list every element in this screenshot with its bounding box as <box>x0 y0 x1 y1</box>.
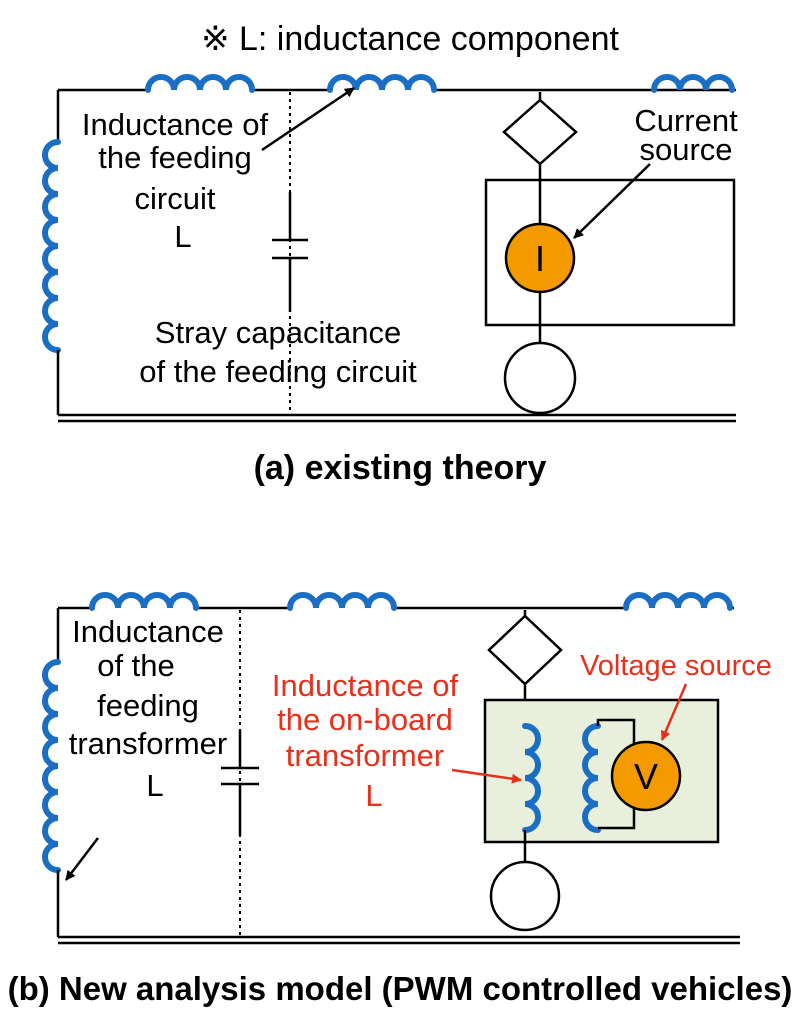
svg-text:feeding: feeding <box>97 688 199 723</box>
coil-top-middle <box>327 74 437 93</box>
caption-b: (b) New analysis model (PWM controlled v… <box>8 970 793 1007</box>
svg-text:Inductance: Inductance <box>72 614 224 649</box>
coil-left-b <box>42 659 61 873</box>
motor-circle-b <box>489 860 561 932</box>
arrow-inductance-a <box>261 86 355 152</box>
svg-text:of the: of the <box>97 648 175 683</box>
svg-text:source: source <box>639 132 732 167</box>
voltage-source-symbol: V <box>634 756 658 797</box>
panel-b-circuit: V <box>42 592 740 945</box>
coil-top-middle-b <box>287 592 397 611</box>
panel-a-circuit: I <box>42 74 736 423</box>
coil-top-right-b <box>623 592 733 611</box>
arrow-feeding-transformer <box>65 837 99 881</box>
svg-text:L: L <box>365 778 382 813</box>
svg-text:Current: Current <box>634 103 738 138</box>
coil-top-left <box>145 74 255 93</box>
svg-text:Stray capacitance: Stray capacitance <box>155 315 401 350</box>
svg-text:L: L <box>146 768 163 803</box>
source-box-a <box>484 178 736 327</box>
feeding-transformer-label: Inductance of the feeding transformer L <box>69 614 227 803</box>
voltage-source-label: Voltage source <box>580 650 772 682</box>
onboard-transformer-label: Inductance of the on-board transformer L <box>272 668 459 813</box>
svg-text:transformer: transformer <box>69 726 227 761</box>
svg-text:circuit: circuit <box>135 181 216 216</box>
svg-text:Inductance of: Inductance of <box>82 107 269 142</box>
arrow-current-source <box>573 163 651 239</box>
diamond-a <box>502 98 578 166</box>
svg-text:L: L <box>174 219 191 254</box>
svg-text:transformer: transformer <box>286 738 444 773</box>
svg-text:the feeding: the feeding <box>98 140 251 175</box>
inductance-note: ※ L: inductance component <box>201 20 619 58</box>
coil-top-left-b <box>89 592 199 611</box>
diamond-b <box>487 614 563 686</box>
transformer-box-b <box>483 698 720 844</box>
svg-text:of the feeding circuit: of the feeding circuit <box>139 354 417 389</box>
capacitance-label-a: Stray capacitance of the feeding circuit <box>139 315 417 389</box>
current-source-symbol: I <box>535 238 545 279</box>
svg-text:the on-board: the on-board <box>277 702 453 737</box>
arrow-voltage-source <box>660 683 688 741</box>
arrow-onboard-transformer <box>451 768 522 784</box>
motor-circle-a <box>503 341 577 415</box>
coil-onboard-primary <box>522 723 541 833</box>
inductance-label-a: Inductance of the feeding circuit L <box>82 107 269 254</box>
coil-onboard-secondary <box>582 723 601 833</box>
svg-text:Inductance of: Inductance of <box>272 668 459 703</box>
caption-a: (a) existing theory <box>254 449 547 487</box>
coil-left-a <box>42 139 61 353</box>
voltage-source-circle <box>610 740 682 812</box>
current-source-label: Current source <box>634 103 738 167</box>
coil-top-right <box>651 74 735 93</box>
